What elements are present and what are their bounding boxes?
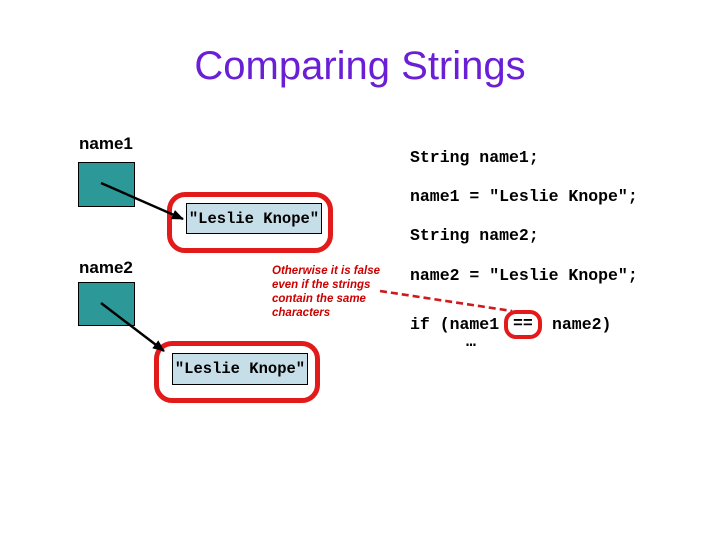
string-object-2: "Leslie Knope" bbox=[172, 353, 308, 385]
slide-title: Comparing Strings bbox=[194, 44, 526, 88]
code-line-if-prefix: if (name1 bbox=[410, 315, 500, 334]
code-line-if-suffix: name2) bbox=[552, 315, 612, 334]
reference-box-name1 bbox=[78, 162, 135, 207]
code-line-declare-name1: String name1; bbox=[410, 148, 539, 167]
string-object-1: "Leslie Knope" bbox=[186, 203, 322, 234]
var-label-name1: name1 bbox=[79, 134, 133, 153]
code-line-declare-name2: String name2; bbox=[410, 226, 539, 245]
code-line-assign-name1: name1 = "Leslie Knope"; bbox=[410, 187, 638, 206]
equality-operator-highlight: == bbox=[504, 310, 542, 339]
var-label-name2: name2 bbox=[79, 258, 133, 277]
note-line: characters bbox=[272, 307, 331, 319]
note-line: contain the same bbox=[272, 293, 366, 305]
note-dashed-connector bbox=[379, 289, 513, 313]
highlight-ring-string1 bbox=[167, 192, 333, 253]
code-line-ellipsis: … bbox=[466, 332, 476, 351]
code-line-assign-name2: name2 = "Leslie Knope"; bbox=[410, 266, 638, 285]
reference-box-name2 bbox=[78, 282, 135, 326]
highlight-ring-string2 bbox=[154, 341, 320, 403]
note-line: Otherwise it is false bbox=[272, 265, 381, 277]
note-text: Otherwise it is false even if the string… bbox=[272, 264, 380, 320]
note-line: even if the strings bbox=[272, 279, 371, 291]
